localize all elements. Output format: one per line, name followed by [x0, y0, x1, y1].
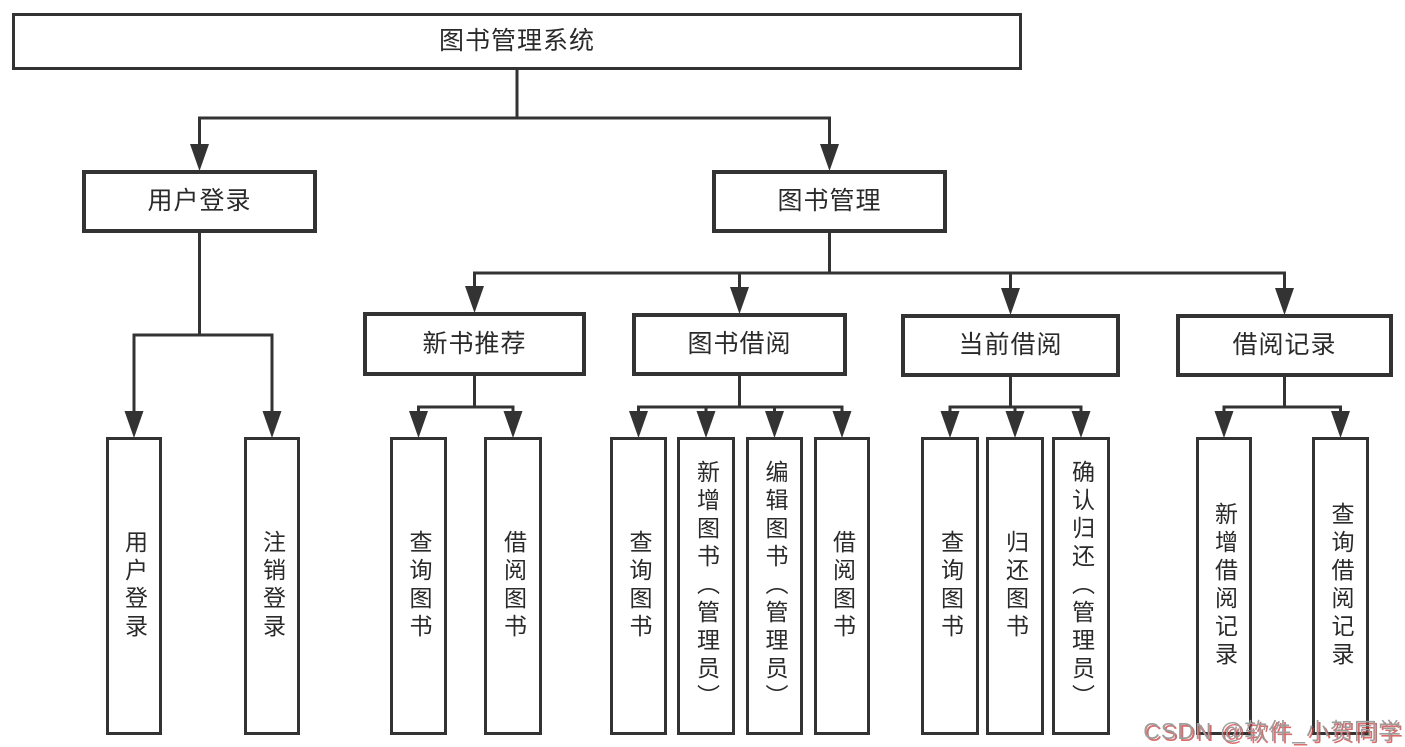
arrowhead-icon	[124, 411, 144, 438]
arrowhead-icon	[1001, 288, 1020, 315]
node-label: 归还图书	[1002, 530, 1029, 642]
node-label: 新增借阅记录	[1211, 502, 1238, 670]
node-label: 确认归还（管理员）	[1068, 460, 1095, 712]
node-br-add: 新增借阅记录	[1196, 437, 1252, 735]
arrowhead-icon	[190, 144, 209, 171]
arrowhead-icon	[1005, 411, 1025, 438]
node-ul-login: 用户登录	[106, 437, 162, 735]
node-label: 借阅图书	[500, 530, 527, 642]
arrowhead-icon	[409, 411, 428, 438]
node-label: 新增图书（管理员）	[693, 460, 720, 712]
arrowhead-icon	[832, 411, 852, 438]
node-nb-borrow: 借阅图书	[484, 437, 542, 735]
node-cb-return: 归还图书	[986, 437, 1044, 735]
node-nb-query: 查询图书	[390, 437, 447, 735]
arrowhead-icon	[820, 144, 839, 171]
arrowhead-icon	[696, 411, 716, 438]
arrowhead-icon	[1275, 288, 1294, 315]
node-new-books: 新书推荐	[363, 312, 586, 376]
node-label: 借阅图书	[829, 530, 856, 642]
arrowhead-icon	[940, 411, 960, 438]
node-label: 编辑图书（管理员）	[762, 460, 788, 712]
node-user-login: 用户登录	[82, 170, 317, 233]
node-label: 注销登录	[259, 530, 286, 642]
node-system: 图书管理系统	[12, 13, 1022, 70]
node-label: 新书推荐	[422, 329, 527, 358]
node-book-borrow: 图书借阅	[632, 313, 847, 376]
node-bb-add: 新增图书（管理员）	[677, 437, 735, 735]
arrowhead-icon	[262, 411, 282, 438]
arrowhead-icon	[765, 411, 784, 438]
node-label: 图书管理	[777, 187, 882, 215]
node-bb-borrow: 借阅图书	[814, 437, 870, 735]
csdn-watermark: CSDN @软件_小贺同学	[1143, 718, 1402, 744]
node-bb-edit: 编辑图书（管理员）	[746, 437, 803, 735]
arrowhead-icon	[465, 286, 484, 313]
node-label: 查询图书	[937, 530, 964, 642]
node-label: 图书借阅	[687, 330, 792, 358]
node-cb-query: 查询图书	[921, 437, 979, 735]
node-label: 查询图书	[626, 530, 652, 642]
arrowhead-icon	[629, 411, 648, 438]
node-label: 当前借阅	[958, 331, 1063, 359]
arrowhead-icon	[1214, 411, 1234, 438]
node-label: 查询图书	[406, 530, 432, 642]
arrowhead-icon	[1331, 411, 1350, 438]
node-borrow-records: 借阅记录	[1176, 314, 1393, 377]
node-current-borrow: 当前借阅	[901, 314, 1120, 377]
arrowhead-icon	[1071, 411, 1091, 438]
node-label: 图书管理系统	[438, 27, 595, 55]
node-label: 查询借阅记录	[1328, 502, 1354, 670]
node-bb-query: 查询图书	[610, 437, 667, 735]
node-label: 用户登录	[147, 187, 252, 215]
arrowhead-icon	[730, 287, 749, 314]
node-cb-confirm: 确认归还（管理员）	[1052, 437, 1110, 735]
node-br-query: 查询借阅记录	[1312, 437, 1369, 735]
node-ul-logout: 注销登录	[244, 437, 300, 735]
node-label: 借阅记录	[1232, 331, 1337, 359]
arrowhead-icon	[503, 411, 523, 438]
node-book-mgmt: 图书管理	[712, 170, 947, 233]
node-label: 用户登录	[121, 530, 148, 642]
